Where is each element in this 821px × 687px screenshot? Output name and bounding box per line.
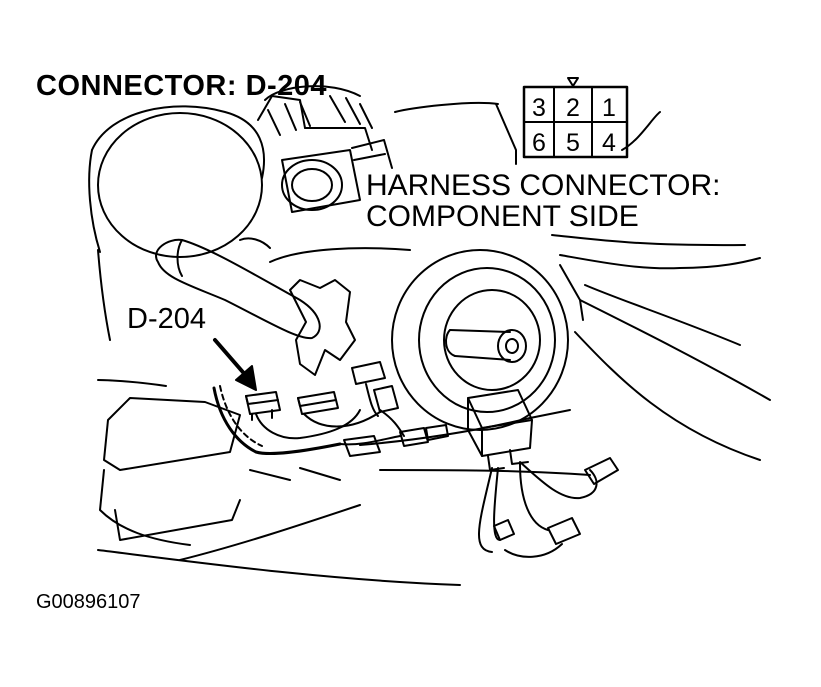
pin-1: 1 — [602, 94, 616, 122]
pin-5: 5 — [566, 129, 580, 157]
instrument-cluster — [88, 85, 746, 341]
callout-arrow — [213, 338, 257, 391]
pin-3: 3 — [532, 94, 546, 122]
pin-6: 6 — [532, 129, 546, 157]
adjacent-connectors — [297, 361, 449, 457]
harness-connector-label: HARNESS CONNECTOR: COMPONENT SIDE — [366, 170, 721, 232]
harness-label-line-1: HARNESS CONNECTOR: — [366, 169, 721, 202]
pin-2: 2 — [566, 94, 580, 122]
pin-diagram: 3 2 1 6 5 4 — [522, 77, 629, 159]
clock-spring — [391, 249, 569, 431]
wiring-harness — [212, 383, 405, 456]
pin-4: 4 — [602, 129, 616, 157]
lower-dash-panel — [97, 379, 591, 586]
harness-label-line-2: COMPONENT SIDE — [366, 200, 639, 233]
figure-id: G00896107 — [36, 591, 141, 613]
column-housing — [269, 247, 771, 461]
connector-callout-label: D-204 — [127, 303, 206, 335]
connector-d204 — [245, 391, 281, 421]
connector-title: CONNECTOR: D-204 — [36, 70, 328, 102]
turn-signal-lever — [155, 238, 321, 340]
pigtail-wires — [478, 457, 619, 558]
